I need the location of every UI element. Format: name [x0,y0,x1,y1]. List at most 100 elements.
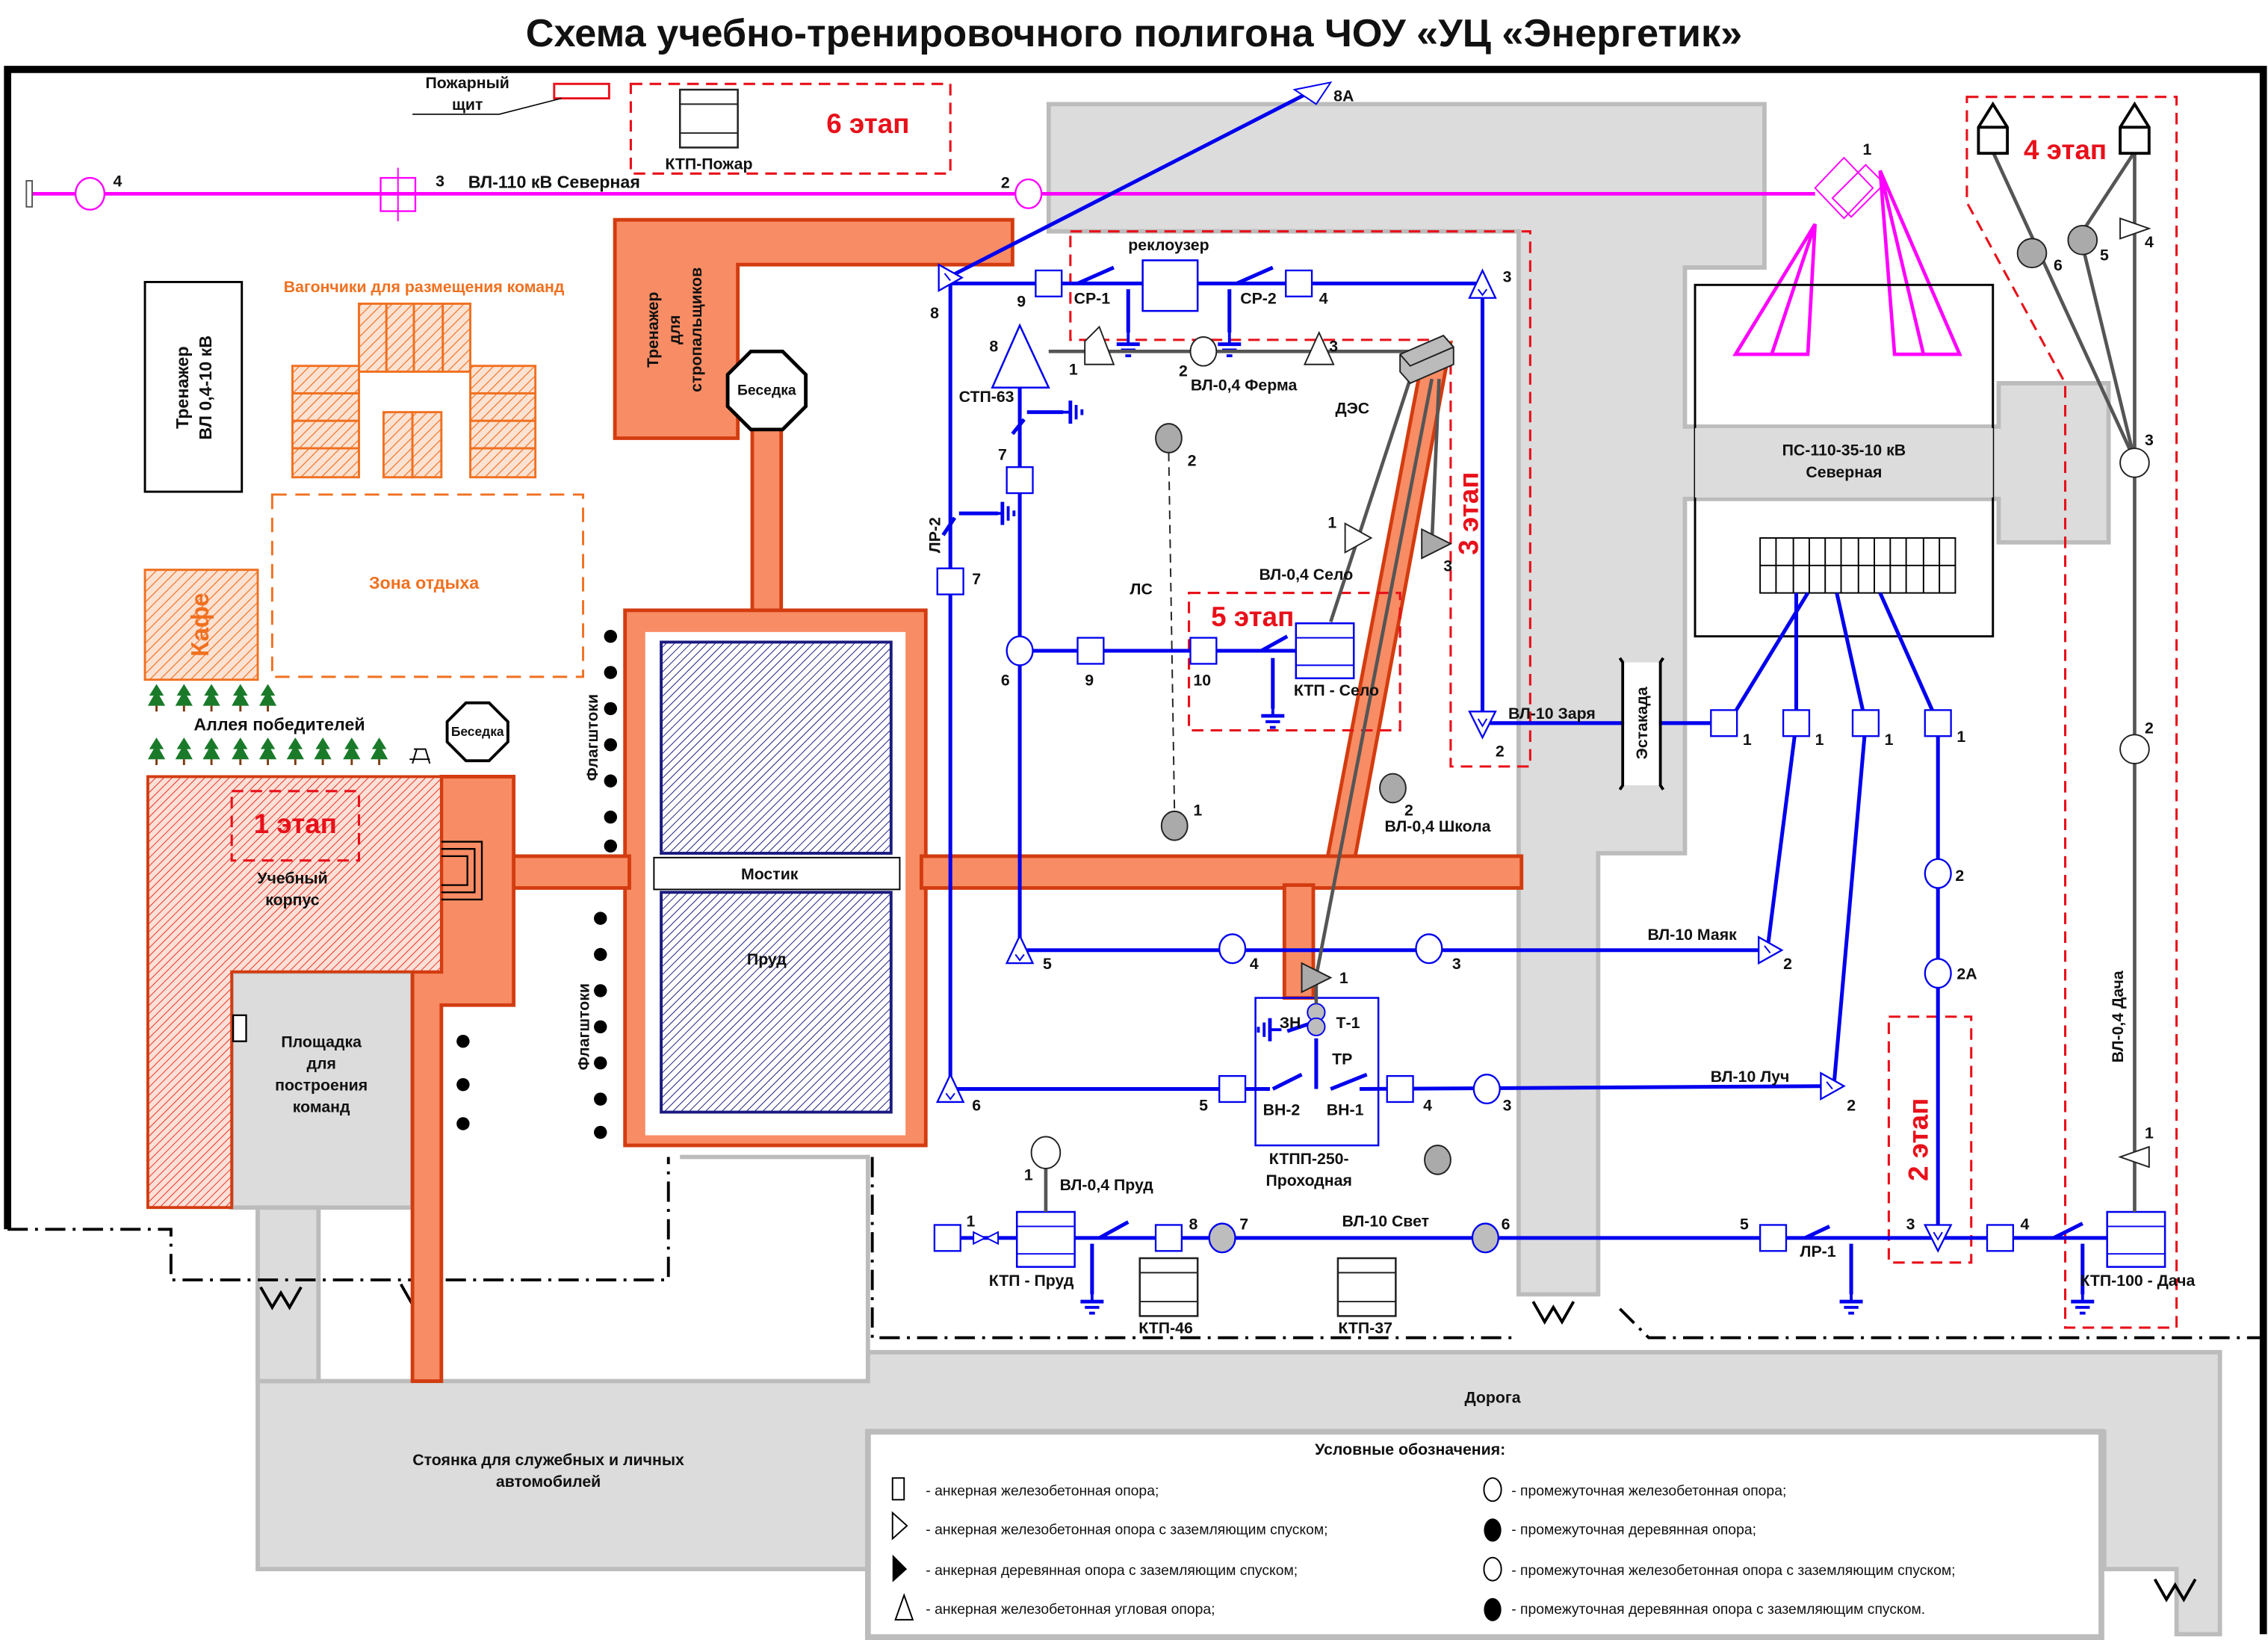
pole-number: 8 [1189,1215,1198,1233]
pole-number: 2 [1001,174,1010,192]
pole-number: 6 [1502,1215,1511,1233]
pole-number: 8А [1333,87,1354,105]
flagpoles-label: Флагштоки [574,983,592,1070]
lr2-label: ЛР-2 [926,517,944,553]
pole-number: 1 [966,1212,975,1230]
substation-label: Северная [1806,463,1882,481]
legend-title: Условные обозначения: [1315,1441,1505,1458]
vl-04-network [1030,101,2151,1213]
sr2-label: СР-2 [1240,289,1277,307]
pond [660,640,893,855]
ktp-prud-label: КТП - Пруд [989,1272,1074,1290]
line-label-selo: ВЛ-0,4 Село [1259,566,1353,584]
ktp-46-icon [1138,1257,1199,1317]
legend-item: - промежуточная железобетонная опора с з… [1511,1562,1955,1579]
stage-3-area [1069,230,1531,768]
flagpoles-label: Флагштоки [583,694,601,781]
slinger-trainer-label: стропальщиков [687,267,705,392]
tr-label: ТР [1332,1050,1352,1068]
t1-label: Т-1 [1336,1014,1360,1032]
bridge-label: Мостик [741,865,799,883]
page-title: Схема учебно-тренировочного полигона ЧОУ… [526,12,1743,55]
pole-number: 7 [998,446,1007,464]
ls-label: ЛС [1130,581,1153,598]
sr1-label: СР-1 [1074,289,1111,307]
path [920,854,1524,890]
parking-label: автомобилей [496,1473,601,1491]
pole-number: 7 [1239,1215,1248,1233]
pole-number: 2 [1847,1097,1856,1115]
pole-number: 4 [1319,289,1328,307]
pole-number: 1 [1863,140,1872,158]
pole-number: 4 [2145,233,2154,251]
pole-number: 1 [2145,1124,2154,1142]
pole-number: 8 [930,304,939,322]
pole-number: 4 [113,173,122,191]
stage-4-label: 4 этап [2024,134,2107,165]
ktp-37-icon [1336,1257,1397,1317]
ktpp-label: Проходная [1266,1172,1352,1189]
fire-board: Пожарный щит [412,74,610,115]
stage-6-label: 6 этап [826,108,909,139]
stage-3-label: 3 этап [1454,472,1484,555]
house-icon [2119,101,2151,155]
road-label: Дорога [1464,1389,1520,1407]
pole-number: 2А [1956,965,1977,983]
svg-text:Эстакада: Эстакада [1633,687,1651,759]
pole-number: 4 [2021,1215,2030,1233]
ktp37-label: КТП-37 [1338,1319,1392,1337]
pole-number: 3 [1503,267,1512,285]
pole-number: 3 [1329,337,1338,355]
recloser-label: реклоузер [1128,236,1209,254]
stage-1-label: 1 этап [254,808,337,839]
school-label: Учебный [257,870,327,888]
legend-item: - анкерная деревянная опора с заземляющи… [926,1562,1298,1579]
pole-number: 1 [1193,802,1202,820]
pond [660,891,893,1114]
rest-zone-label: Зона отдыха [369,573,480,592]
legend-item: - анкерная железобетонная опора с заземл… [926,1522,1327,1538]
pole-number: 1 [1956,728,1965,746]
vn1-label: ВН-1 [1327,1101,1364,1118]
substation [1694,283,1995,638]
cafe-label: Кафе [186,592,214,656]
pole-number: 3 [1503,1097,1512,1115]
pole-number: 2 [2145,719,2154,737]
legend-item: - промежуточная деревянная опора с зазем… [1511,1601,1925,1618]
pole-number: 9 [1085,671,1094,689]
pole-number: 1 [1069,360,1078,378]
pole-number: 2 [1179,362,1188,380]
pole-number: 5 [1199,1097,1208,1115]
slinger-trainer-label: Тренажер [644,292,662,368]
pole-number: 1 [1815,731,1824,749]
pole-number: 5 [1043,955,1052,973]
ktp-fire-label: КТП-Пожар [665,155,752,173]
roads [229,102,2222,1637]
pole-number: 1 [1339,969,1348,987]
pole-number: 1 [1327,514,1336,532]
zn-label: ЗН [1280,1014,1301,1032]
line-label-shkola: ВЛ-0,4 Школа [1385,817,1491,835]
pole-number: 5 [2100,246,2109,264]
legend-item: - промежуточная железобетонная опора; [1511,1482,1786,1499]
school-label: корпус [265,891,320,909]
ktp-selo-label: КТП - Село [1294,681,1379,699]
svg-text:ВЛ 0,4-10 кВ: ВЛ 0,4-10 кВ [196,335,215,440]
des-icon [1399,334,1454,385]
pole-number: 3 [436,173,444,191]
alley-label: Аллея победителей [193,714,365,734]
svg-text:Тренажер: Тренажер [173,346,192,429]
line-label-zarya: ВЛ-10 Заря [1508,705,1596,722]
alley-trees [146,683,431,767]
cafe [143,569,259,681]
pole-number: 3 [2145,431,2154,449]
pole-number: 4 [1423,1097,1432,1115]
vn2-label: ВН-2 [1263,1101,1301,1118]
gate-icon [1531,1300,1575,1324]
ktp46-label: КТП-46 [1138,1319,1193,1337]
vl-10-network [933,81,2166,1313]
stage-4-area [1965,96,2178,1329]
svg-text:Беседка: Беседка [737,382,796,398]
pole-number: 2 [1783,955,1792,973]
line-label-luch: ВЛ-10 Луч [1711,1068,1790,1086]
